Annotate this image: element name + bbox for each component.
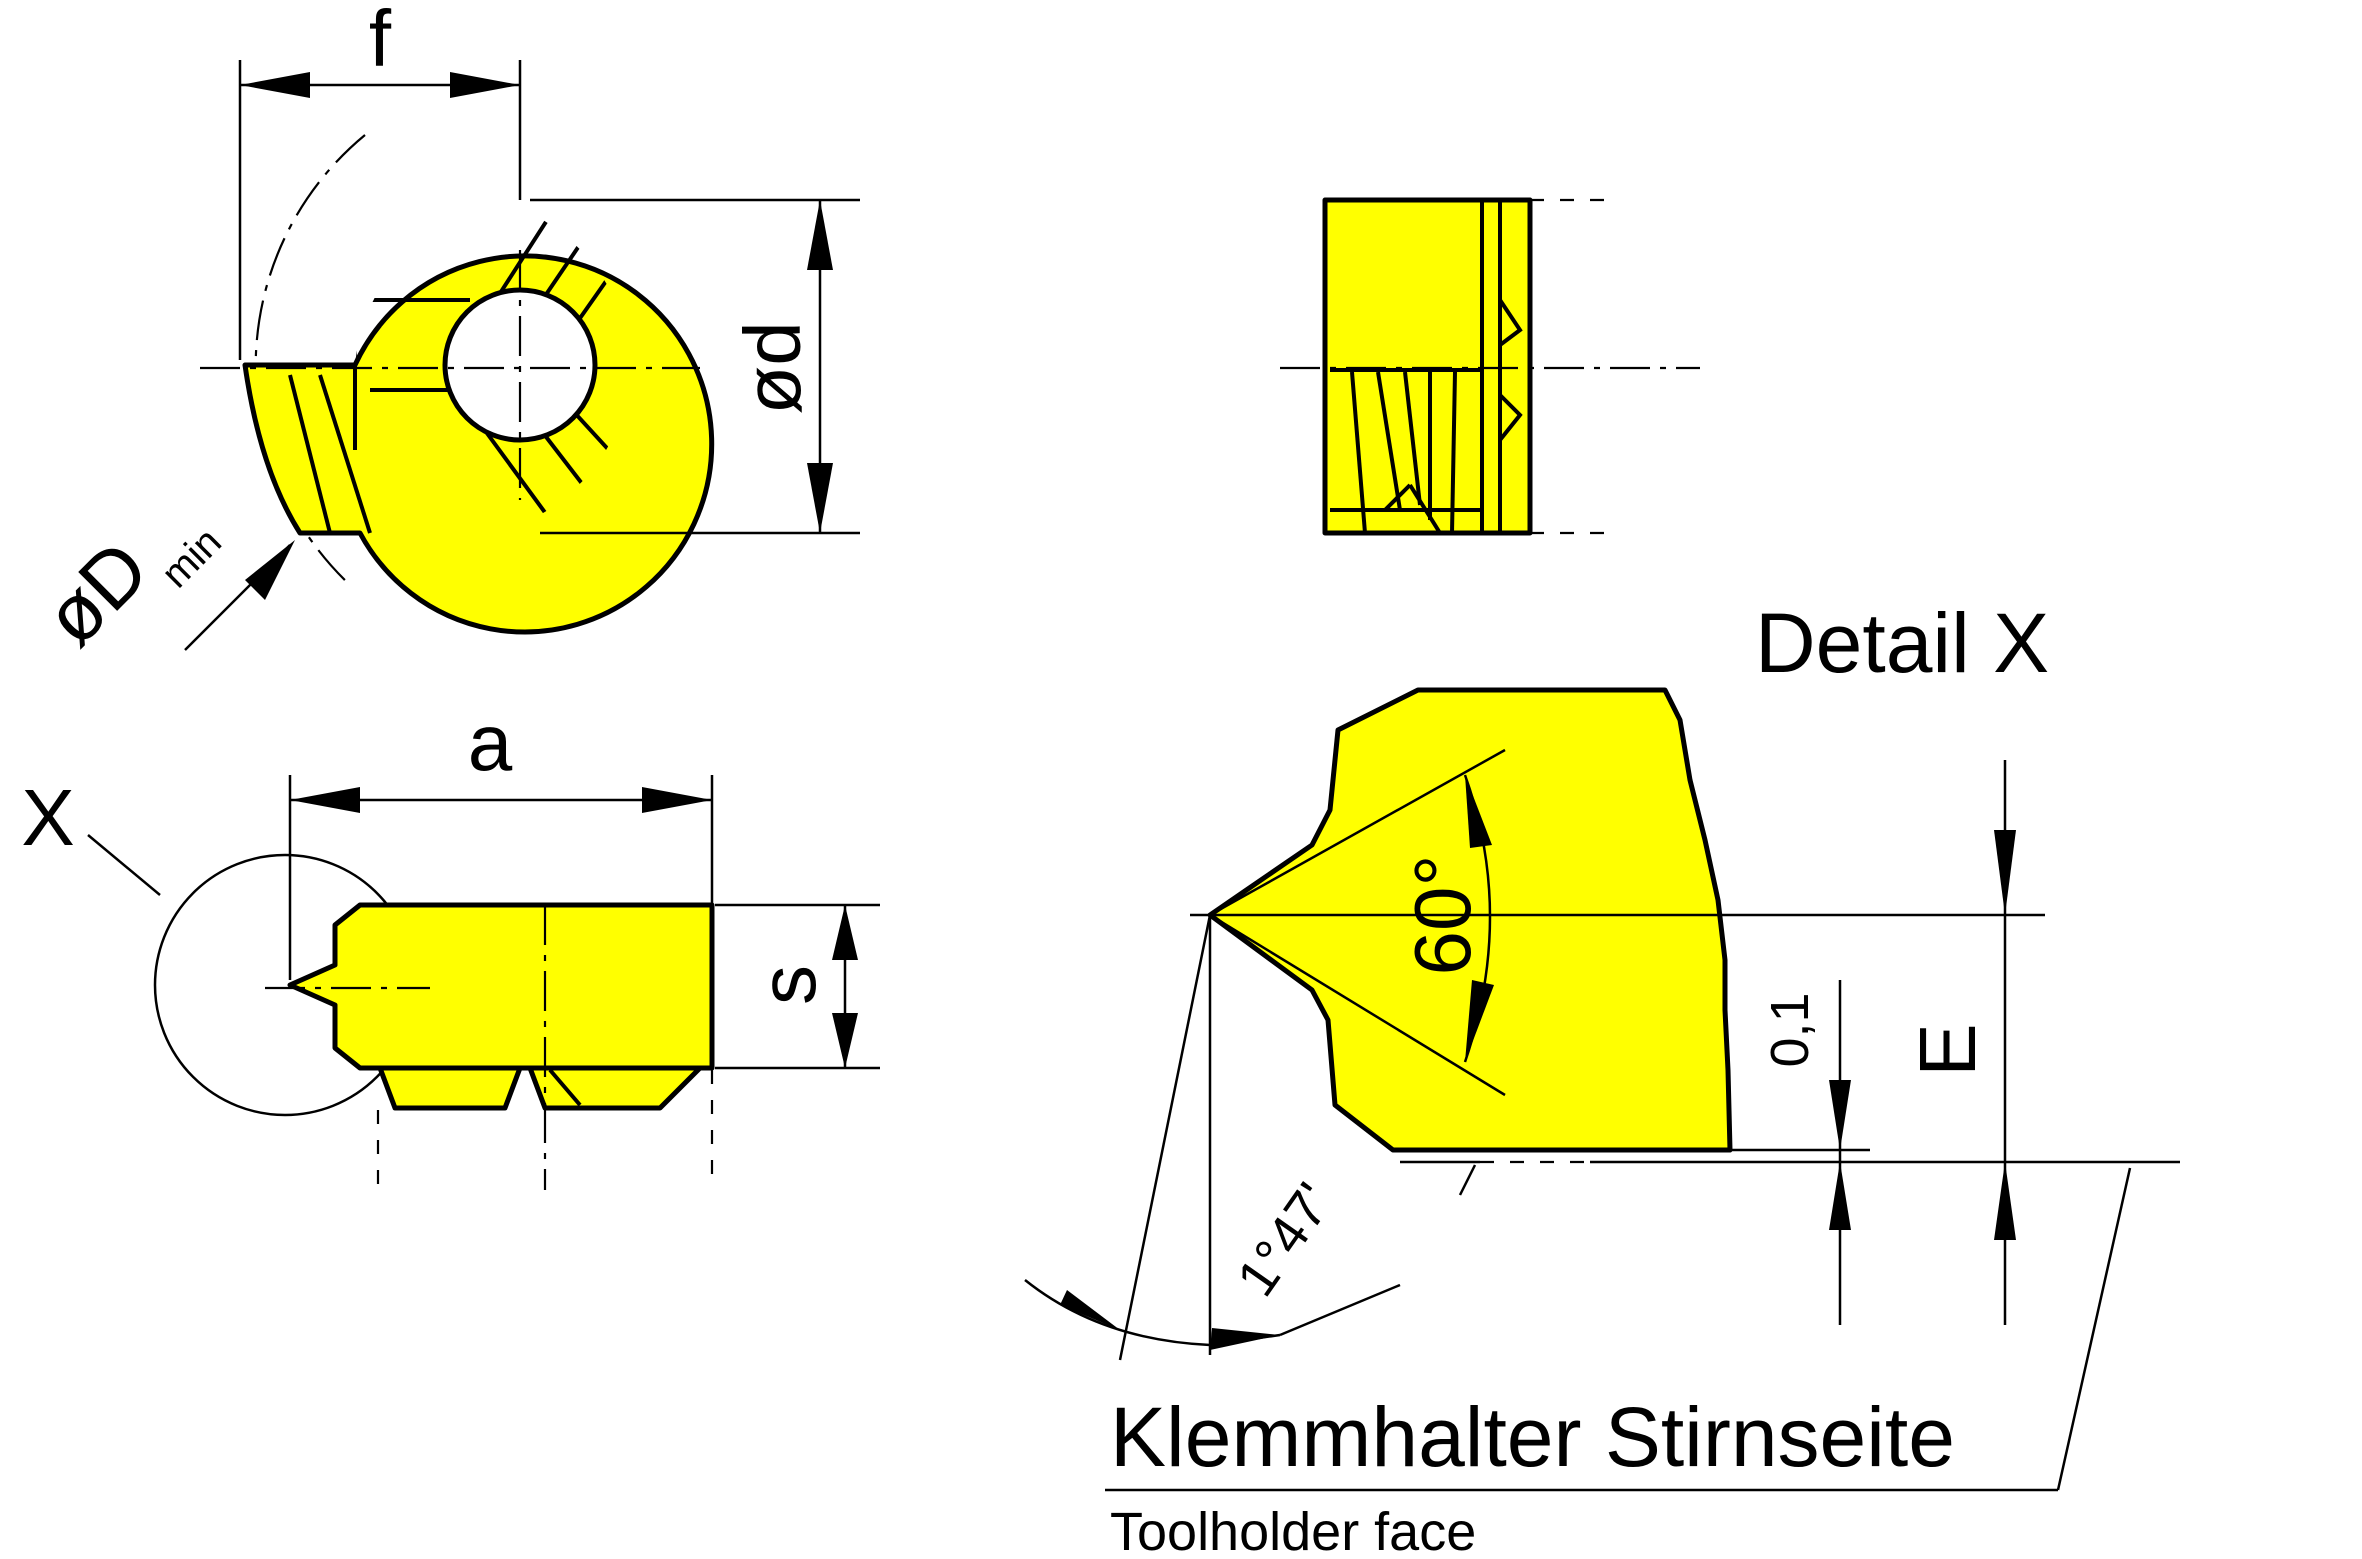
dim-label-D: øD [27, 524, 165, 662]
dim-label-e: E [1903, 1023, 1992, 1076]
angle-label-60: 60° [1398, 855, 1487, 976]
top-view: X a s [21, 698, 880, 1190]
dim-label-a: a [468, 698, 513, 787]
caption-german: Klemmhalter Stirnseite [1110, 1390, 1955, 1484]
caption-english: Toolholder face [1110, 1502, 1476, 1559]
dim-label-d: ød [728, 321, 817, 414]
detail-title: Detail X [1755, 596, 2049, 690]
insert-tooth-left [377, 1065, 523, 1111]
detail-x-marker: X [21, 773, 74, 862]
front-view: f ød øD min [27, 0, 860, 662]
dim-label-D-sub: min [153, 520, 230, 597]
dim-label-s: s [743, 965, 832, 1005]
detail-x-view: Detail X 60° 0,1 E 1°4 [1024, 596, 2180, 1559]
side-view [1280, 197, 1700, 536]
insert-top-body [287, 902, 715, 1071]
dim-label-offset: 0,1 [1760, 992, 1820, 1067]
angle-small-arc [1024, 1279, 1281, 1347]
angle-label-small: 1°47' [1226, 1173, 1345, 1307]
dim-label-f: f [369, 0, 392, 83]
